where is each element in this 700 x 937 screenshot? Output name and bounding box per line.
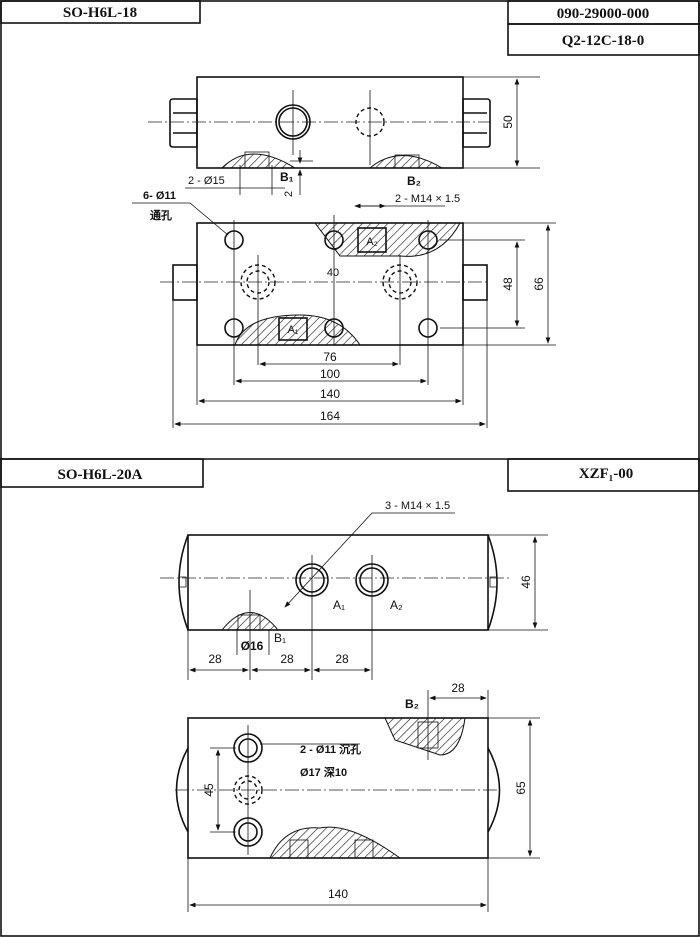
port-a1-label-bottom: A₁ (333, 598, 345, 612)
dim-46: 46 (519, 575, 533, 589)
dim-48: 48 (501, 277, 515, 291)
bottom-view-side: 3 - M14 × 1.5 A₁ A₂ Ø16 B₁ 28 28 28 46 (160, 500, 548, 680)
dim-100: 100 (320, 367, 340, 381)
model-title: SO-H6L-18 (63, 5, 137, 21)
diameter-label: Ø16 (241, 639, 264, 653)
port-a1-label: A₁ (287, 324, 298, 336)
spacing-40-label: 40 (327, 267, 339, 279)
part-number: 090-29000-000 (557, 6, 650, 22)
top-view-plan: 6- Ø11 通孔 2 - M14 × 1.5 A₂ A₁ (132, 190, 556, 428)
port-a2-label-bottom: A₂ (390, 598, 403, 612)
port-b1-label-bottom: B₁ (274, 631, 286, 645)
counterbore-depth-label: Ø17 深10 (300, 765, 347, 779)
top-view-side: 50 2 - Ø15 B₁ B₂ 2 (148, 76, 540, 197)
dim-pitch-2: 28 (280, 652, 294, 666)
dim-pitch-3: 28 (335, 652, 349, 666)
thread-label-bottom: 3 - M14 × 1.5 (385, 500, 450, 512)
port-b1-label: B₁ (280, 170, 294, 184)
dim-66: 66 (532, 277, 546, 291)
bolt-hole-label: 2 - Ø15 (188, 175, 225, 187)
counterbore-label: 2 - Ø11 沉孔 (300, 742, 361, 756)
dim-76: 76 (323, 350, 337, 364)
port-a2-label: A₂ (366, 236, 378, 248)
dim-140-bottom: 140 (328, 887, 348, 901)
dim-b2-offset: 28 (451, 681, 465, 695)
offset-label: 2 (283, 191, 295, 197)
model-title-bottom: SO-H6L-20A (57, 467, 142, 483)
dim-45: 45 (202, 783, 216, 797)
through-holes-label: 6- Ø11 (143, 190, 176, 202)
top-title-block: SO-H6L-18 090-29000-000 Q2-12C-18-0 (0, 0, 700, 56)
dim-140: 140 (320, 387, 340, 401)
dim-height-50: 50 (501, 115, 515, 129)
port-b2-label: B₂ (407, 174, 421, 188)
thread-label: 2 - M14 × 1.5 (395, 193, 460, 205)
dim-65: 65 (514, 781, 528, 795)
bottom-title-block: SO-H6L-20A XZF₁-00 (0, 458, 700, 492)
part-code: Q2-12C-18-0 (562, 33, 645, 49)
part-code-bottom: XZF₁-00 (579, 466, 634, 482)
dim-pitch-1: 28 (208, 652, 222, 666)
dim-164: 164 (320, 409, 340, 423)
port-b2-label-bottom: B₂ (405, 697, 419, 711)
through-note-label: 通孔 (150, 209, 172, 222)
bottom-view-plan: 28 B₂ 2 - Ø11 沉孔 Ø17 深10 45 65 140 (175, 681, 540, 912)
